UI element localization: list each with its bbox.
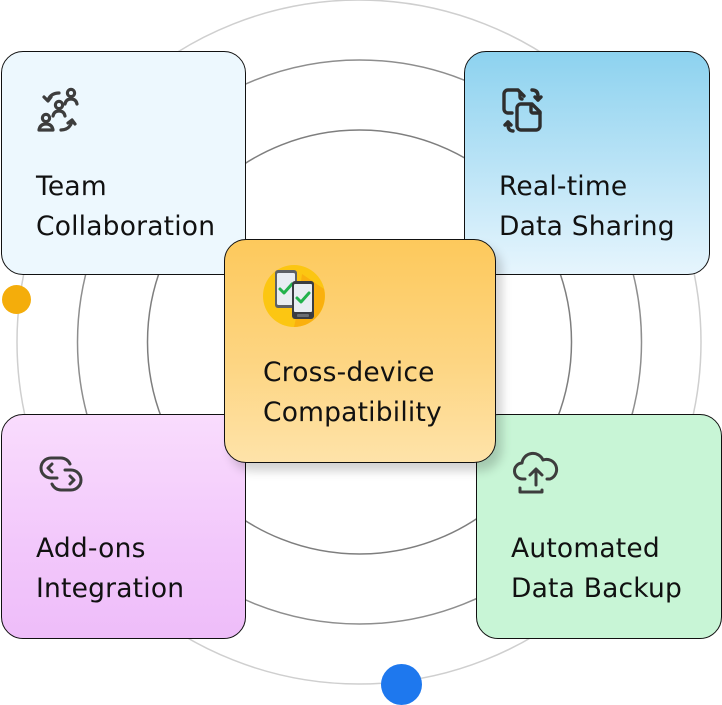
- outer-ring: [16, 0, 702, 685]
- middle-ring: [76, 59, 643, 625]
- cloud-upload-icon: [513, 451, 559, 494]
- label-line-2: Compatibility: [263, 397, 442, 428]
- label-line-1: Automated: [511, 533, 660, 564]
- feature-card-realtime-data-sharing[interactable]: Real-time Data Sharing: [464, 51, 710, 275]
- inner-ring: [146, 129, 573, 555]
- label-line-2: Data Backup: [511, 573, 683, 604]
- label-line-2: Collaboration: [36, 211, 216, 242]
- feature-label: Real-time Data Sharing: [499, 167, 675, 247]
- label-line-1: Team: [36, 171, 107, 202]
- feature-label: Automated Data Backup: [511, 529, 682, 609]
- feature-card-team-collaboration[interactable]: Team Collaboration: [1, 51, 246, 275]
- feature-card-addons-integration[interactable]: Add-ons Integration: [1, 414, 246, 639]
- label-line-2: Integration: [36, 573, 185, 604]
- feature-label: Add-ons Integration: [36, 529, 184, 609]
- feature-label: Team Collaboration: [36, 167, 215, 247]
- team-collaboration-icon: [37, 87, 79, 132]
- label-line-2: Data Sharing: [499, 211, 675, 242]
- feature-card-cross-device-compatibility[interactable]: Cross-device Compatibility: [224, 239, 496, 463]
- label-line-1: Real-time: [499, 171, 628, 202]
- devices-check-icon: [263, 265, 325, 327]
- label-line-1: Add-ons: [36, 533, 146, 564]
- orange-orbit-dot: [2, 285, 31, 314]
- blue-orbit-dot: [381, 664, 422, 705]
- feature-label: Cross-device Compatibility: [263, 353, 442, 433]
- file-sync-icon: [502, 88, 543, 133]
- link-icon: [39, 456, 83, 492]
- label-line-1: Cross-device: [263, 357, 435, 388]
- feature-card-automated-data-backup[interactable]: Automated Data Backup: [476, 414, 722, 639]
